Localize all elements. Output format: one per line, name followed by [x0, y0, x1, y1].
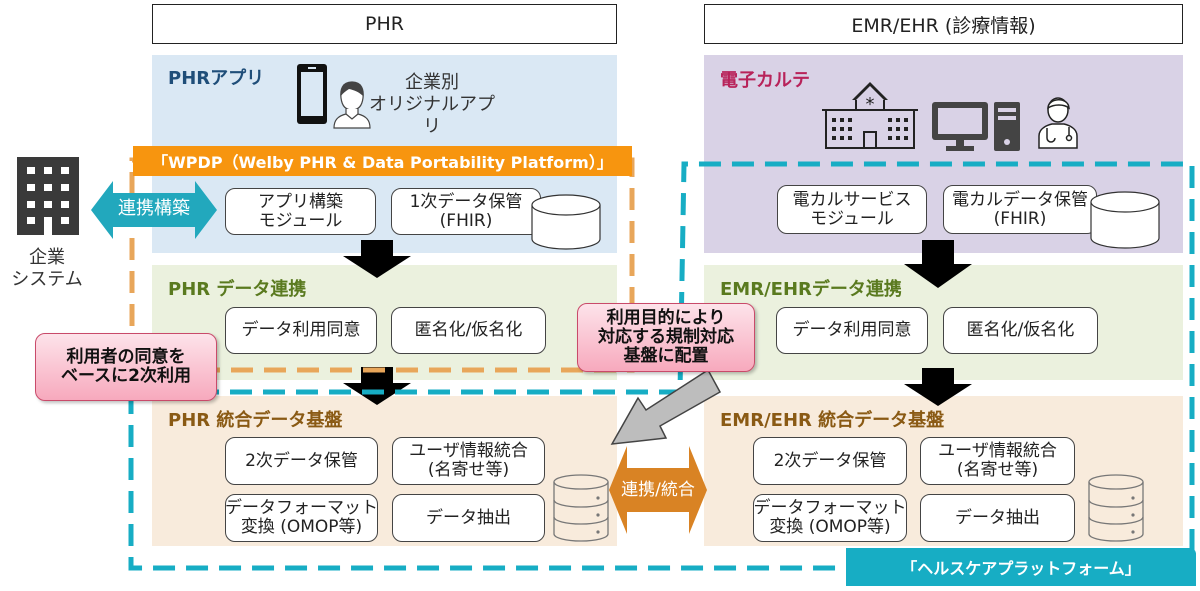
- emr-link-title: EMR/EHRデータ連携: [720, 279, 902, 300]
- app-build-module: アプリ構築 モジュール: [225, 188, 376, 235]
- smartphone-icon: [297, 64, 327, 124]
- down-arrow-icon: [904, 240, 972, 288]
- doctor-icon: [1038, 97, 1078, 149]
- server-stack-icon: [553, 474, 609, 542]
- phr-app-description: 企業別 オリジナルアプリ: [369, 72, 495, 137]
- emr-service-module: 電カルサービス モジュール: [777, 185, 927, 234]
- primary-data-storage-module: 1次データ保管 (FHIR): [391, 188, 541, 235]
- integration-double-arrow: [91, 181, 217, 239]
- phr-anonymization-module: 匿名化/仮名化: [391, 307, 546, 354]
- emr-header: EMR/EHR (診療情報): [704, 4, 1183, 44]
- integration-arrow-label: 連携構築: [118, 198, 190, 219]
- office-building-icon: [17, 157, 79, 235]
- phr-link-title: PHR データ連携: [168, 279, 307, 300]
- emr-secondary-storage-module: 2次データ保管: [753, 437, 907, 485]
- regulation-placement-callout: 利用目的により 対応する規制対応 基盤に配置: [577, 303, 755, 372]
- emr-format-conversion-module: データフォーマット 変換 (OMOP等): [753, 494, 907, 542]
- phr-platform-title: PHR 統合データ基盤: [168, 410, 343, 431]
- consent-secondary-use-callout: 利用者の同意を ベースに2次利用: [35, 333, 217, 401]
- phr-consent-module: データ利用同意: [225, 307, 377, 354]
- phr-secondary-storage-module: 2次データ保管: [225, 437, 378, 485]
- emr-anonymization-module: 匿名化/仮名化: [943, 307, 1098, 354]
- healthcare-platform-banner: 「ヘルスケアプラットフォーム」: [846, 548, 1196, 586]
- link-integration-double-arrow: [609, 446, 707, 534]
- down-arrow-icon: [343, 240, 411, 278]
- phr-format-conversion-module: データフォーマット 変換 (OMOP等): [225, 494, 378, 542]
- phr-app-title: PHRアプリ: [168, 68, 265, 89]
- emr-consent-module: データ利用同意: [776, 307, 928, 354]
- database-cylinder-icon: [1090, 191, 1160, 249]
- emr-platform-title: EMR/EHR 統合データ基盤: [720, 410, 945, 431]
- emr-data-storage-module: 電カルデータ保管 (FHIR): [943, 185, 1097, 234]
- phr-user-integration-module: ユーザ情報統合 (名寄せ等): [392, 437, 545, 485]
- emr-data-extraction-module: データ抽出: [920, 494, 1075, 542]
- hospital-icon: *: [822, 82, 918, 149]
- emr-user-integration-module: ユーザ情報統合 (名寄せ等): [920, 437, 1075, 485]
- svg-text:*: *: [866, 94, 875, 115]
- wpdp-banner: 「WPDP（Welby PHR & Data Portability Platf…: [133, 146, 632, 176]
- desktop-computer-icon: [932, 102, 1020, 151]
- phr-data-extraction-module: データ抽出: [392, 494, 545, 542]
- user-icon: [333, 81, 371, 129]
- phr-header: PHR: [152, 4, 617, 44]
- server-stack-icon: [1088, 474, 1144, 542]
- down-arrow-icon: [343, 367, 411, 405]
- enterprise-system-label: 企業 システム: [11, 247, 83, 290]
- emr-app-title: 電子カルテ: [720, 70, 810, 91]
- database-cylinder-icon: [531, 194, 601, 250]
- down-arrow-icon: [904, 368, 972, 406]
- placement-arrow-icon: [610, 368, 722, 445]
- link-integration-label: 連携/統合: [621, 480, 695, 500]
